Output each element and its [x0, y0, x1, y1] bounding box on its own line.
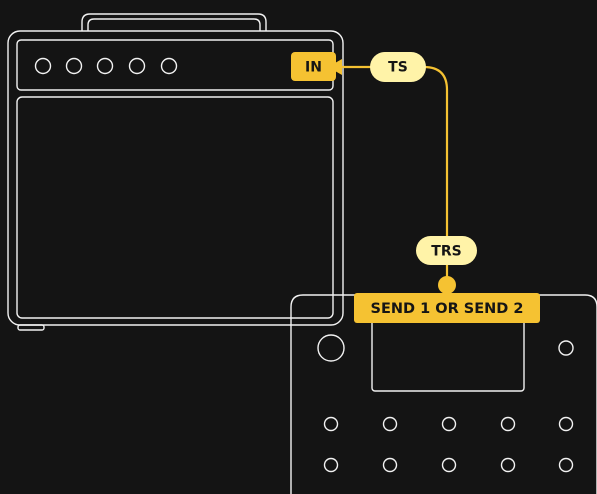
- trs-plug-label-pill: [416, 236, 477, 265]
- amp-handle: [81, 13, 267, 31]
- effects-unit: [290, 294, 597, 494]
- footswitch-2-2: [382, 457, 398, 473]
- footswitch-2-1: [323, 457, 339, 473]
- footswitch-1-2: [382, 416, 398, 432]
- amp-handle-inner: [87, 18, 261, 31]
- amp-control-panel: [16, 39, 334, 91]
- footswitch-1-3: [441, 416, 457, 432]
- footswitch-2-4: [500, 457, 516, 473]
- ts-plug-label-pill: [370, 52, 426, 82]
- ts-plug-label-text: TS: [388, 60, 408, 76]
- amp-knob-1: [34, 57, 52, 75]
- footswitch-1-4: [500, 416, 516, 432]
- amp-cabinet: [7, 30, 344, 326]
- unit-output-label-text: SEND 1 OR SEND 2: [371, 301, 524, 317]
- unit-output-label: SEND 1 OR SEND 2: [354, 293, 540, 323]
- footswitch-2-3: [441, 457, 457, 473]
- amp-input-label-box: [291, 52, 336, 81]
- trs-plug-label: TRS: [416, 236, 477, 265]
- amp-input-label-text: IN: [305, 60, 322, 76]
- amp-knob-4: [128, 57, 146, 75]
- effects-unit-large-knob: [317, 334, 345, 362]
- ts-plug-label: TS: [370, 52, 426, 82]
- amp-knob-5: [160, 57, 178, 75]
- footswitch-2-5: [558, 457, 574, 473]
- cable-jack-dot: [438, 276, 456, 294]
- amp-knob-2: [65, 57, 83, 75]
- amp-speaker-grille: [16, 96, 334, 319]
- trs-plug-label-text: TRS: [431, 244, 461, 260]
- amp-knob-3: [96, 57, 114, 75]
- footswitch-1-1: [323, 416, 339, 432]
- footswitch-1-5: [558, 416, 574, 432]
- effects-unit-small-knob: [558, 340, 574, 356]
- unit-output-label-box: [354, 293, 540, 323]
- effects-unit-screen: [371, 318, 525, 392]
- amplifier: [7, 13, 344, 331]
- amp-input-label: IN: [291, 52, 336, 81]
- amp-foot: [17, 324, 45, 331]
